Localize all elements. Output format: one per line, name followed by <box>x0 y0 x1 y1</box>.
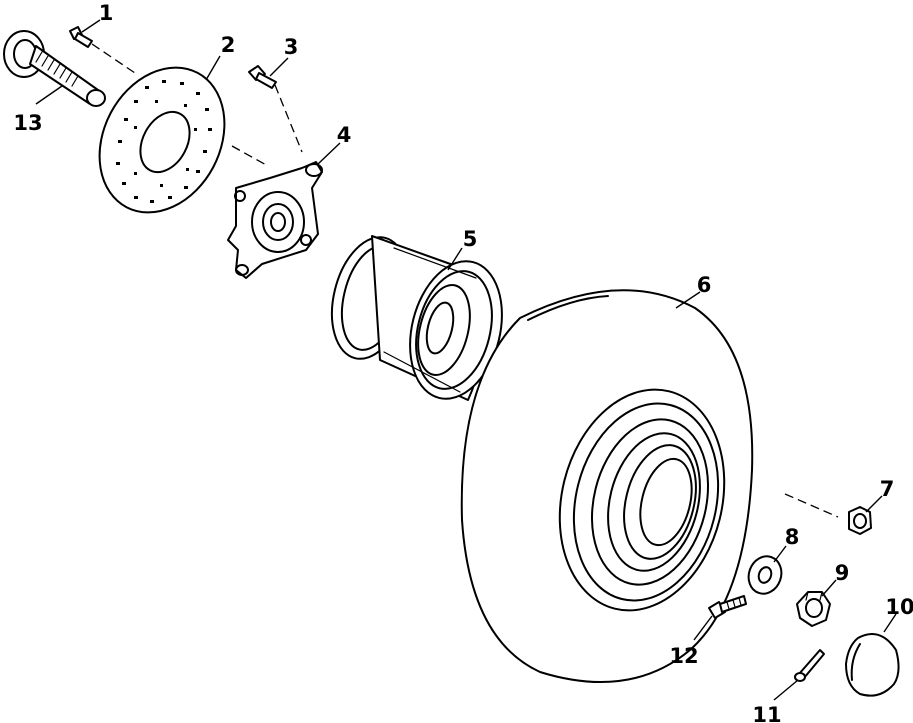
callout-1: 1 <box>99 1 114 25</box>
washer[interactable] <box>743 552 786 599</box>
callout-12: 12 <box>669 644 698 668</box>
callout-10: 10 <box>885 595 913 619</box>
callout-6: 6 <box>697 273 712 297</box>
assembly-lines <box>91 43 839 518</box>
callout-7: 7 <box>880 477 895 501</box>
callout-3: 3 <box>284 35 299 59</box>
callout-8: 8 <box>785 525 800 549</box>
callout-5: 5 <box>463 227 478 251</box>
brake-disc[interactable] <box>75 46 249 235</box>
callout-2: 2 <box>221 33 236 57</box>
lug-bolt[interactable] <box>708 595 747 619</box>
bolt-hub[interactable] <box>248 65 277 89</box>
castle-nut[interactable] <box>796 591 831 627</box>
cotter-pin[interactable] <box>794 649 825 682</box>
leader-lines <box>35 19 897 701</box>
bolt-small[interactable] <box>69 26 93 48</box>
hub-cap[interactable] <box>845 633 900 697</box>
callout-11: 11 <box>752 703 781 723</box>
callout-labels: 1 2 3 4 5 6 7 8 9 10 11 12 13 <box>13 1 913 723</box>
lug-nut[interactable] <box>848 506 872 535</box>
wheel-rim[interactable] <box>320 229 516 408</box>
tire[interactable] <box>460 289 754 683</box>
callout-13: 13 <box>13 111 42 135</box>
callout-4: 4 <box>337 123 352 147</box>
axle-shaft[interactable] <box>3 30 106 107</box>
callout-9: 9 <box>835 561 850 585</box>
wheel-hub[interactable] <box>227 161 323 279</box>
